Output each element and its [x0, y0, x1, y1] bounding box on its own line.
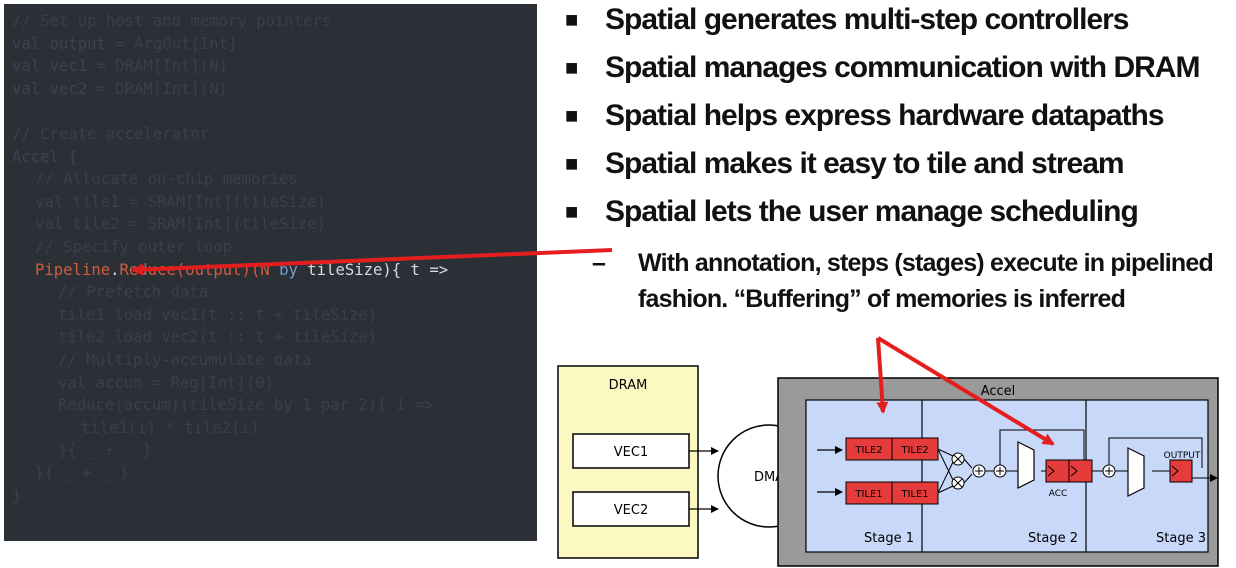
code-token: }{ _ + _ }	[35, 464, 129, 482]
output-label: OUTPUT	[1164, 451, 1201, 461]
code-line: Accel {	[12, 146, 78, 168]
bullet-item: ■ Spatial lets the user manage scheduling	[565, 194, 1139, 230]
code-line: }{ _ + _ }	[58, 439, 152, 461]
code-token: val	[12, 79, 50, 98]
bullet-item: ■ Spatial generates multi-step controller…	[565, 2, 1129, 38]
code-line: Pipeline.Reduce(output)(N by tileSize){ …	[35, 259, 448, 281]
bullet-item: ■ Spatial makes it easy to tile and strea…	[565, 146, 1125, 182]
acc-label: ACC	[1049, 489, 1068, 499]
code-line: // Set up host and memory pointers	[12, 10, 331, 32]
bullet-text: Spatial lets the user manage scheduling	[605, 195, 1139, 228]
code-token: // Allocate on-chip memories	[35, 170, 298, 189]
clock-icon	[1070, 465, 1078, 477]
bullet-text: Spatial helps express hardware datapaths	[605, 99, 1165, 132]
code-token: val accum = Reg[Int](0)	[58, 373, 274, 392]
code-line: val accum = Reg[Int](0)	[58, 372, 274, 394]
bullet-marker: ■	[565, 7, 578, 32]
clock-icon	[1171, 465, 1179, 477]
code-line: tile2 load vec2(t :: t + tileSize)	[58, 326, 377, 348]
tile2-label: TILE2	[900, 445, 928, 456]
code-token: }	[12, 486, 22, 505]
bullet-text: Spatial makes it easy to tile and stream	[605, 147, 1125, 180]
code-token: tile1(i) * tile2(i)	[81, 418, 260, 437]
mux-icon	[1127, 447, 1145, 497]
bullet-marker: ■	[565, 199, 578, 224]
code-token: // Specify outer loop	[35, 238, 233, 256]
code-token: tile2 load vec2(t :: t + tileSize)	[58, 328, 378, 347]
tile1-label: TILE1	[900, 489, 928, 500]
output-register	[1169, 459, 1193, 483]
code-token: vec1	[49, 57, 88, 76]
code-token: val tile1 = SRAM[Int](tileSize)	[35, 192, 327, 211]
code-line: val output = ArgOut[Int]	[12, 33, 237, 55]
sub-bullet-text: fashion. “Buffering” of memories is infe…	[638, 285, 1126, 313]
code-token: // Prefetch data	[58, 283, 209, 302]
code-token: Reduce(output)(N	[119, 260, 280, 279]
bullet-marker: ■	[565, 103, 578, 128]
bullet-text: Spatial generates multi-step controllers	[605, 3, 1129, 36]
code-line: tile1 load vec1(t :: t + tileSize)	[58, 304, 377, 326]
code-line: tile1(i) * tile2(i)	[81, 417, 259, 439]
bullet-item: ■ Spatial helps express hardware datapath…	[565, 98, 1165, 134]
tile1-label: TILE1	[854, 489, 882, 500]
dram-label: DRAM	[609, 378, 648, 393]
code-line: val tile2 = SRAM[Int](tileSize)	[35, 213, 326, 235]
code-token: val tile2 = SRAM[Int](tileSize)	[35, 215, 327, 234]
code-token: output	[49, 34, 106, 53]
code-line: Reduce(accum)(tileSize by 1 par 2){ i =>	[58, 394, 434, 416]
clock-icon	[1047, 465, 1055, 477]
code-token: tileSize){ t =>	[297, 260, 449, 279]
code-token: = DRAM[Int](N)	[87, 79, 228, 98]
code-line: val vec2 = DRAM[Int](N)	[12, 78, 228, 100]
mux-icon	[1017, 441, 1035, 489]
code-token: // Create accelerator	[12, 125, 210, 143]
stage1-label: Stage 1	[864, 531, 914, 546]
code-token: .	[110, 260, 120, 279]
tile2-label: TILE2	[854, 445, 882, 456]
code-line: // Multiply-accumulate data	[58, 349, 311, 371]
vec2-label: VEC2	[614, 503, 648, 518]
code-token: Pipeline	[35, 260, 111, 279]
pipeline-diagram: DRAM VEC1 VEC2 DMA Accel Stage 1 Stage 2…	[557, 365, 1219, 567]
code-token: // Multiply-accumulate data	[58, 351, 312, 369]
sub-bullet-line: – With annotation, steps (stages) execute…	[592, 246, 1214, 280]
code-line: // Prefetch data	[58, 281, 208, 303]
code-token: tile1 load vec1(t :: t + tileSize)	[58, 305, 378, 324]
vec1-label: VEC1	[614, 445, 648, 460]
operator-glyphs	[953, 454, 1113, 488]
code-token: val	[12, 57, 50, 76]
stage2-label: Stage 2	[1028, 531, 1078, 546]
code-token: }{ _ + _ }	[58, 441, 152, 460]
stages-area	[805, 399, 1209, 553]
bullet-item: ■ Spatial manages communication with DRAM	[565, 50, 1200, 86]
stage3-label: Stage 3	[1156, 531, 1206, 546]
code-line: }{ _ + _ }	[35, 462, 129, 484]
code-line: }	[12, 485, 21, 507]
bullet-marker: ■	[565, 151, 578, 176]
code-line: val tile1 = SRAM[Int](tileSize)	[35, 191, 326, 213]
code-token: = DRAM[Int](N)	[87, 57, 228, 76]
code-token: by	[279, 260, 298, 279]
vec2-box	[572, 491, 690, 527]
code-line: // Allocate on-chip memories	[35, 168, 298, 190]
datapath-wires	[937, 429, 1218, 494]
code-line: // Specify outer loop	[35, 236, 232, 258]
code-panel: // Set up host and memory pointers val ou…	[4, 4, 537, 541]
code-line: val vec1 = DRAM[Int](N)	[12, 55, 228, 77]
code-token: = ArgOut[Int]	[105, 34, 238, 53]
sub-bullet-line: fashion. “Buffering” of memories is infe…	[638, 282, 1126, 316]
code-token: Accel {	[12, 147, 78, 166]
sub-bullet-text: With annotation, steps (stages) execute …	[638, 249, 1214, 277]
dma-label: DMA	[754, 470, 784, 485]
code-token: Reduce(accum)(tileSize by 1 par 2){ i =>	[58, 396, 434, 415]
bullet-text: Spatial manages communication with DRAM	[605, 51, 1200, 84]
accel-label: Accel	[981, 384, 1016, 399]
bullet-marker: ■	[565, 55, 578, 80]
code-line: // Create accelerator	[12, 123, 209, 145]
code-token: vec2	[49, 79, 88, 98]
code-token: val	[12, 34, 50, 53]
code-token: // Set up host and memory pointers	[12, 12, 332, 30]
sub-bullet-dash: –	[592, 249, 606, 277]
